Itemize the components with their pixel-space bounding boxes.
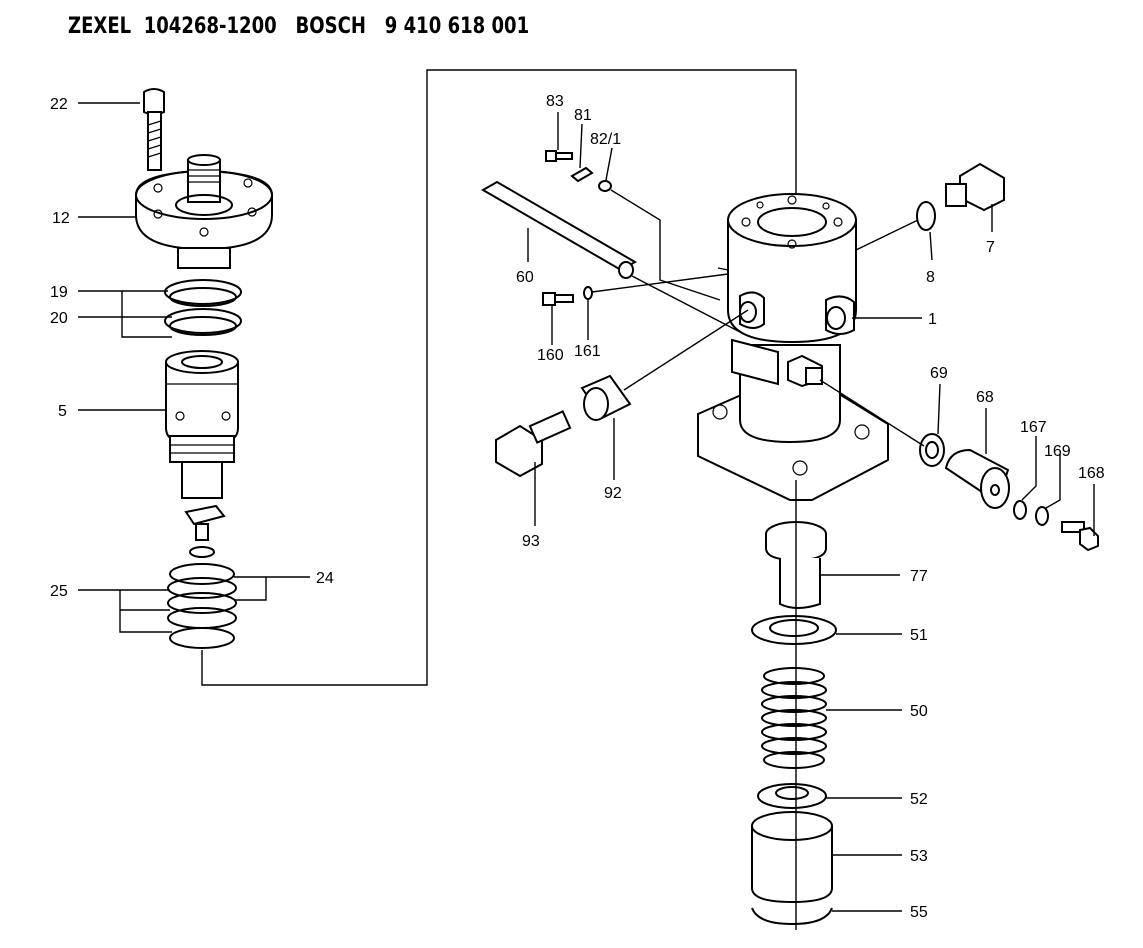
label-53: 53 [910,848,928,865]
label-24: 24 [316,570,334,587]
part-160-screw [542,292,574,306]
part-81-clip [570,166,594,183]
label-55: 55 [910,904,928,921]
label-69: 69 [930,365,948,382]
leader-161-path [591,273,729,293]
label-22: 22 [50,96,68,113]
part-93-banjo-bolt [495,410,572,478]
label-93: 93 [522,533,540,550]
part-169-ring [1035,506,1049,526]
label-20: 20 [50,310,68,327]
part-167-ring [1013,500,1027,520]
part-5-barrel [165,350,239,558]
label-169: 169 [1044,443,1071,460]
label-50: 50 [910,703,928,720]
label-168: 168 [1078,465,1105,482]
label-167: 167 [1020,419,1047,436]
label-83: 83 [546,93,564,110]
label-160: 160 [537,347,564,364]
part-52-spring-seat [757,783,827,809]
part-60-rod [480,180,638,279]
part-50-spring [761,667,827,769]
part-8-o-ring [916,201,936,231]
part-12-flange [135,154,273,269]
label-25: 25 [50,583,68,600]
label-60: 60 [516,269,534,286]
part-51-washer [751,615,837,645]
part-161-ring [583,286,593,300]
part-19-20-rings [164,279,242,336]
label-77: 77 [910,568,928,585]
label-81: 81 [574,107,592,124]
assembly-connector-line [201,69,797,686]
rod-axis-line [631,275,741,333]
label-82-1: 82/1 [590,131,621,148]
leader-92-body [623,309,749,391]
label-68: 68 [976,389,994,406]
leader-lines [78,102,1095,912]
part-55-circlip [751,907,833,926]
part-68-cylinder [944,448,1010,509]
leader-body-8 [855,219,919,251]
part-1-pump-body [697,193,889,501]
part-24-25-springs [167,563,237,649]
body-tip-line [717,267,729,271]
label-52: 52 [910,791,928,808]
label-161: 161 [574,343,601,360]
label-51: 51 [910,627,928,644]
part-labels: 22 12 19 20 5 25 24 83 81 82/1 60 160 16… [50,93,1105,921]
part-82-1-washer [598,180,612,192]
part-53-tappet [751,811,833,904]
label-8: 8 [926,269,935,286]
label-5: 5 [58,403,67,420]
label-1: 1 [928,311,937,328]
label-7: 7 [986,239,995,256]
part-92-sleeve [580,374,632,421]
label-92: 92 [604,485,622,502]
part-83-screw [545,150,573,162]
label-12: 12 [52,210,70,227]
part-22-bolt [143,88,165,171]
part-168-bolt [1061,521,1099,552]
diagram-title: ZEXEL 104268-1200 BOSCH 9 410 618 001 [68,14,530,39]
leader-body-69 [819,379,925,447]
label-19: 19 [50,284,68,301]
leader-82-1-path [610,189,721,301]
part-69-washer [919,433,945,467]
part-7-plug [945,162,1005,212]
